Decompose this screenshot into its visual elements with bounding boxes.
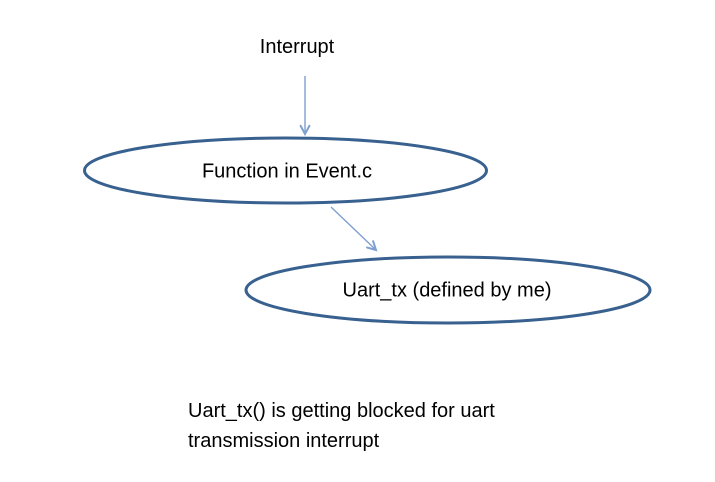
node-function-event-label: Function in Event.c <box>201 160 373 183</box>
arrow-function-to-uart <box>330 206 378 252</box>
interrupt-label: Interrupt <box>259 36 335 58</box>
ellipse-uart-tx <box>244 255 652 325</box>
caption-line-1: Uart_tx() is getting blocked for uart <box>188 400 495 422</box>
ellipse-function-event <box>83 136 488 205</box>
node-uart-tx-label: Uart_tx (defined by me) <box>342 279 552 302</box>
caption-line-2: transmission interrupt <box>188 430 380 452</box>
caption: Uart_tx() is getting blocked for uart tr… <box>188 396 495 456</box>
